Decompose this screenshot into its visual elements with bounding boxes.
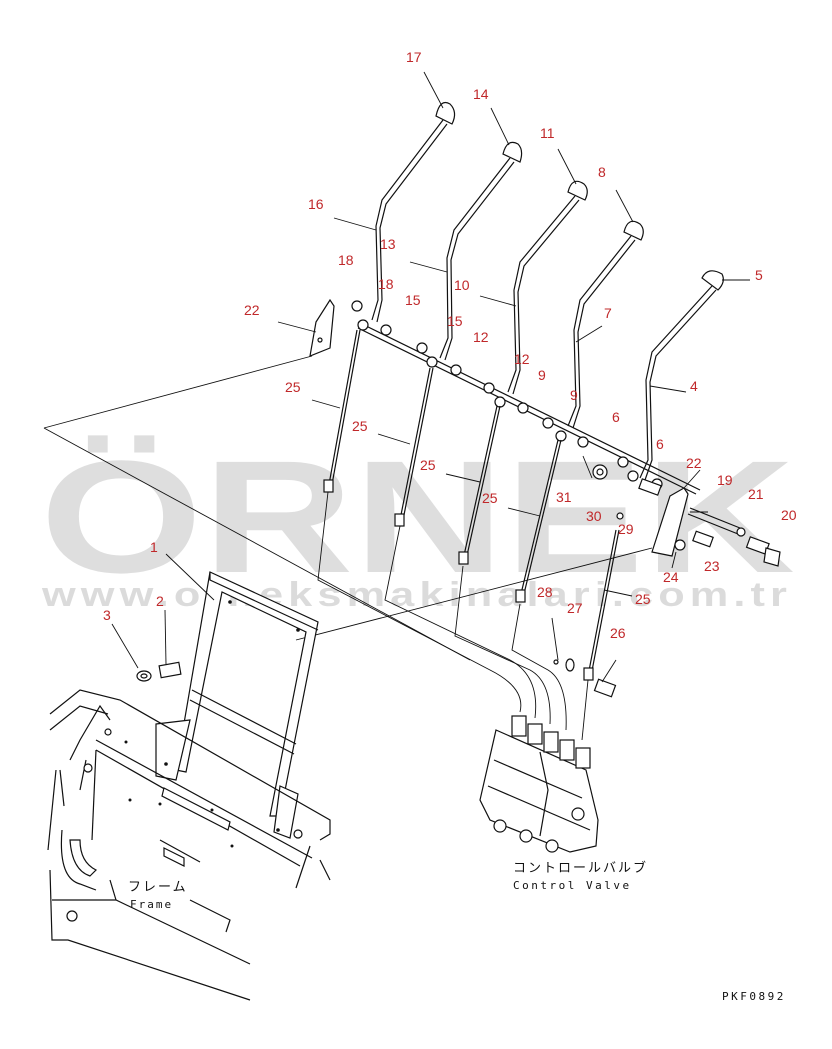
callouts: 17 14 11 8 5 16 13 10 7 4 18 18 22 15 15… [103, 49, 797, 641]
callout-25-c: 25 [420, 457, 436, 473]
drawing-code: PKF0892 [722, 990, 786, 1003]
control-valve-label-jp: コントロールバルブ [513, 860, 648, 876]
lever-11 [507, 180, 588, 395]
callout-22-b: 22 [686, 455, 702, 471]
frame-lines [43, 355, 653, 661]
callout-16: 16 [308, 196, 324, 212]
right-bracket-assembly [582, 455, 781, 567]
callout-9-b: 9 [570, 387, 578, 403]
frame-label-en: Frame [130, 898, 173, 911]
callout-17: 17 [406, 49, 422, 65]
callout-6-a: 6 [612, 409, 620, 425]
callout-22-a: 22 [244, 302, 260, 318]
callout-28: 28 [537, 584, 553, 600]
control-valve [479, 715, 599, 853]
callout-6-b: 6 [656, 436, 664, 452]
callout-4: 4 [690, 378, 698, 394]
base-frame [47, 689, 331, 1001]
callout-8: 8 [598, 164, 606, 180]
callout-24: 24 [663, 569, 679, 585]
callout-25-a: 25 [285, 379, 301, 395]
rods [323, 329, 620, 681]
callout-11: 11 [540, 125, 555, 141]
callout-13: 13 [380, 236, 396, 252]
callout-25-e: 25 [635, 591, 651, 607]
callout-1: 1 [150, 539, 158, 555]
callout-23: 23 [704, 558, 720, 574]
callout-10: 10 [454, 277, 470, 293]
lever-14 [439, 141, 523, 361]
callout-3: 3 [103, 607, 111, 623]
lever-8 [567, 220, 644, 429]
callout-25-d: 25 [482, 490, 498, 506]
watermark-url: www.orneksmakinalari.com.tr [41, 576, 792, 614]
callout-31: 31 [556, 489, 572, 505]
pivot-shaft [351, 300, 701, 495]
frame-label-jp: フレーム [128, 880, 188, 895]
callout-29: 29 [618, 521, 634, 537]
callout-27: 27 [567, 600, 583, 616]
callout-19: 19 [717, 472, 733, 488]
callout-9-a: 9 [538, 367, 546, 383]
callout-2: 2 [156, 593, 164, 609]
callout-12-a: 12 [473, 329, 489, 345]
lower-small-parts [551, 617, 617, 698]
callout-15-a: 15 [405, 292, 421, 308]
callout-18-b: 18 [378, 276, 394, 292]
cables [317, 491, 589, 741]
callout-12-b: 12 [514, 351, 530, 367]
leader-lines [111, 71, 750, 683]
callout-30: 30 [586, 508, 602, 524]
bolt-and-washer [136, 661, 182, 682]
lever-17 [371, 101, 456, 323]
callout-14: 14 [473, 86, 489, 102]
control-valve-label-en: Control Valve [513, 879, 632, 892]
callout-20: 20 [781, 507, 797, 523]
bracket-left [309, 298, 335, 357]
callout-26: 26 [610, 625, 626, 641]
callout-21: 21 [748, 486, 764, 502]
callout-5: 5 [755, 267, 763, 283]
component-labels: コントロールバルブ Control Valve フレーム Frame PKF08… [128, 860, 786, 1003]
callout-15-b: 15 [447, 313, 463, 329]
callout-18-a: 18 [338, 252, 354, 268]
callout-25-b: 25 [352, 418, 368, 434]
lever-5 [639, 270, 724, 481]
callout-7: 7 [604, 305, 612, 321]
